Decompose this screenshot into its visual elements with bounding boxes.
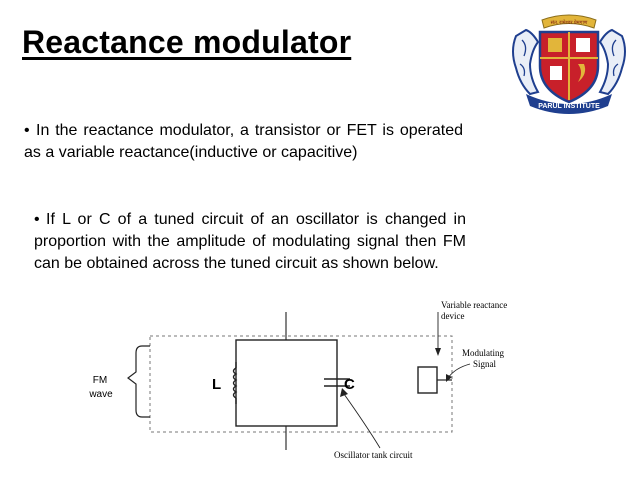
fm-label-line1: FM (93, 375, 107, 386)
modulating-label-line2: Signal (473, 359, 497, 369)
inductor-symbol (232, 362, 238, 404)
bullet-marker: • (24, 122, 30, 139)
tank-circuit-label: Oscillator tank circuit (334, 450, 413, 460)
bullet-2-text: If L or C of a tuned circuit of an oscil… (34, 211, 466, 272)
bullet-2: •If L or C of a tuned circuit of an osci… (34, 209, 466, 275)
slide-title: Reactance modulator (22, 24, 352, 60)
modulating-label-line1: Modulating (462, 348, 504, 358)
reactance-modulator-diagram: L C FM wave Variable reactance device Mo… (88, 300, 507, 460)
variable-reactance-device (417, 366, 438, 394)
bullet-1: •In the reactance modulator, a transisto… (24, 120, 463, 164)
fm-wave-bracket (127, 345, 150, 418)
capacitor-symbol (324, 378, 350, 387)
bullet-marker: • (34, 211, 40, 228)
bullet-1-text: In the reactance modulator, a transistor… (24, 122, 463, 161)
dashed-boundary (149, 335, 453, 433)
logo-top-text: संत. रामेश्वर प्रेमगाण (551, 19, 588, 26)
variable-reactance-label-line1: Variable reactance (441, 300, 507, 310)
capacitor-label: C (344, 376, 355, 393)
left-lion-shape (512, 28, 540, 96)
inductor-label: L (212, 376, 221, 393)
variable-reactance-label-line2: device (441, 311, 464, 321)
tank-circuit (235, 339, 338, 427)
fm-label-line2: wave (88, 389, 113, 400)
parul-institute-logo: संत. रामेश्वर प्रेमगाण PARUL INSTITUTE (512, 14, 626, 114)
right-lion-shape (598, 28, 626, 96)
logo-banner-text: PARUL INSTITUTE (538, 103, 600, 110)
